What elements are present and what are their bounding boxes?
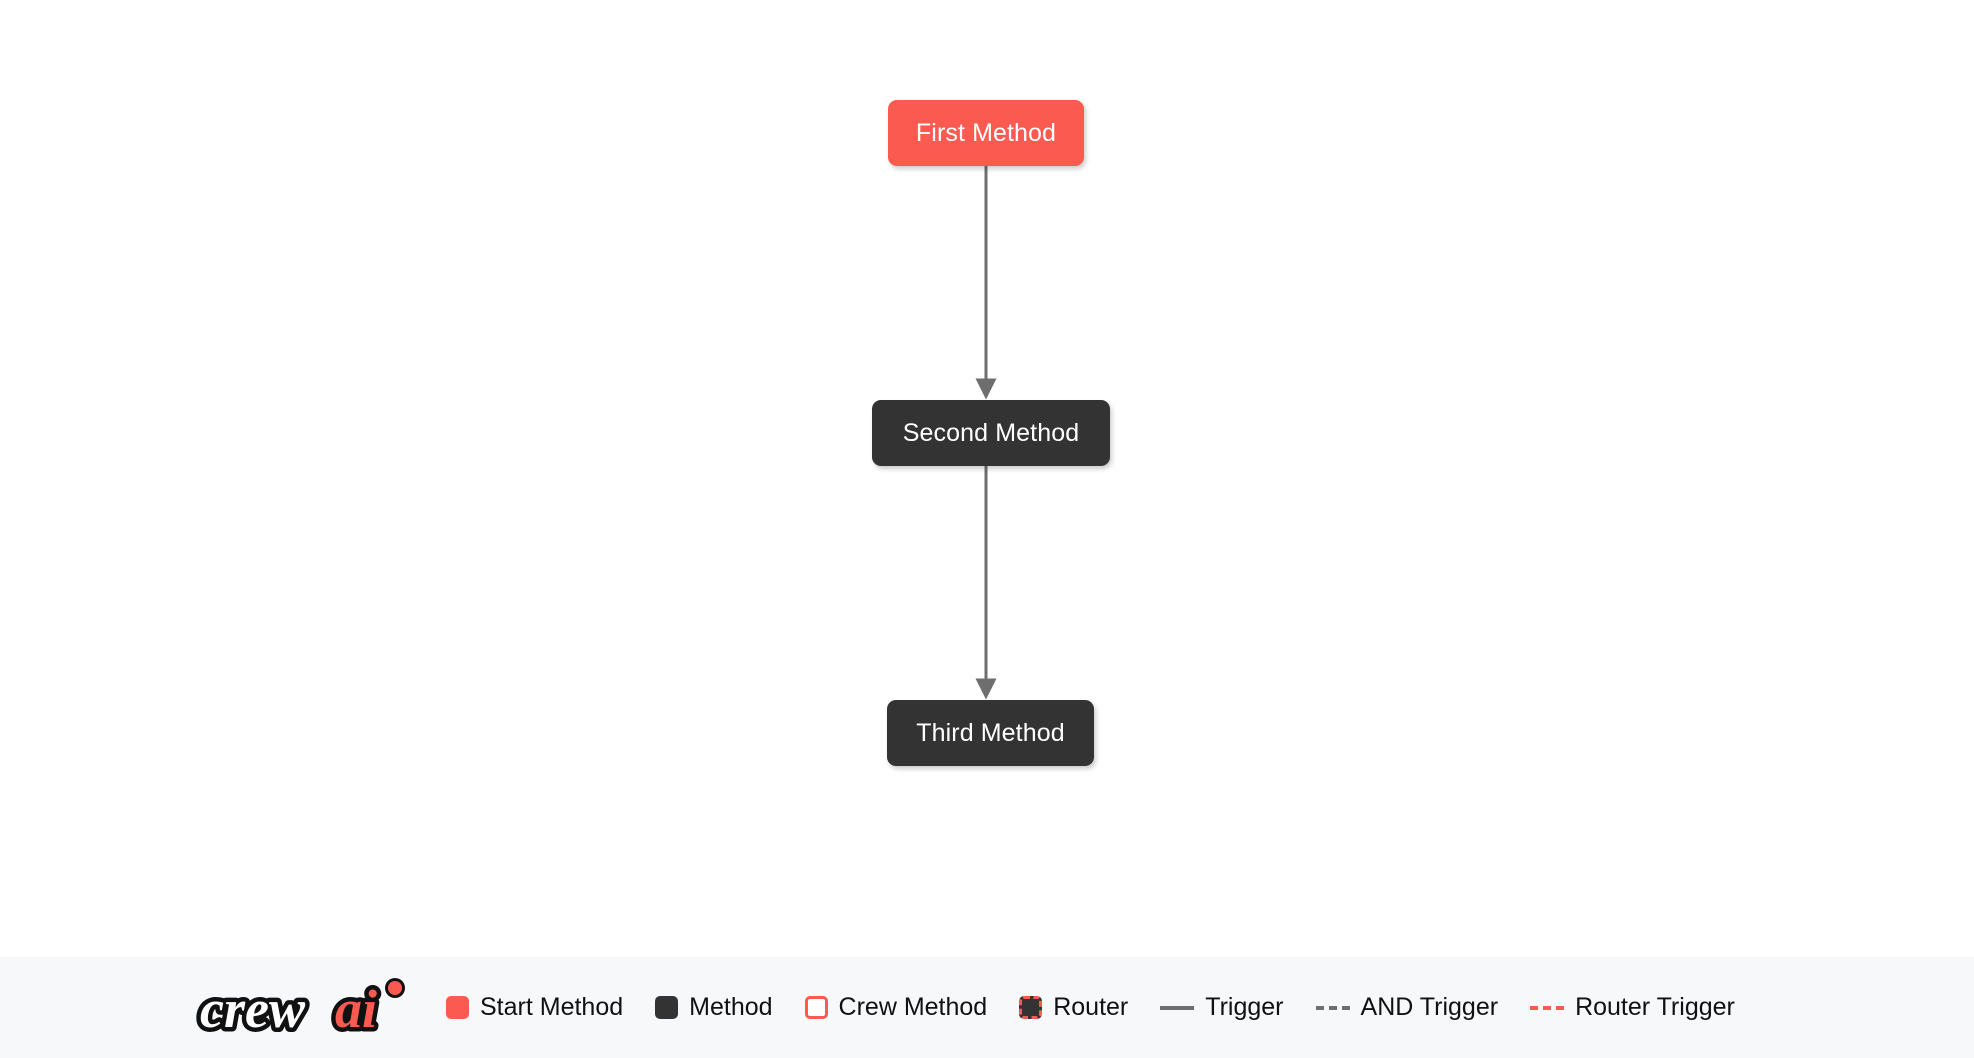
flow-node-second-method[interactable]: Second Method [872, 400, 1110, 466]
flow-node-label: Second Method [902, 418, 1080, 447]
router-swatch-icon [1019, 996, 1043, 1019]
svg-text:ai: ai [335, 979, 377, 1039]
legend-items: Start Method Method Crew Method Router T… [446, 995, 1735, 1020]
legend-item-and-trigger: AND Trigger [1315, 993, 1499, 1021]
legend-item-label: Method [689, 993, 773, 1021]
legend-item-router-trigger: Router Trigger [1530, 995, 1735, 1020]
crew-method-swatch-icon [804, 996, 828, 1019]
legend-item-label: Start Method [480, 993, 624, 1021]
flow-node-label: Third Method [916, 718, 1065, 747]
flow-node-third-method[interactable]: Third Method [887, 700, 1094, 766]
start-method-swatch-icon [446, 996, 469, 1019]
method-swatch-icon [655, 996, 679, 1019]
svg-text:crew: crew [200, 979, 306, 1039]
legend-item-router: Router [1019, 995, 1128, 1020]
legend-item-label: Router Trigger [1575, 993, 1735, 1021]
legend-item-start-method: Start Method [446, 995, 623, 1020]
legend-item-label: Trigger [1205, 993, 1284, 1021]
flow-node-first-method[interactable]: First Method [888, 100, 1084, 166]
crewai-logo-wordmark: crew crew ai ai [196, 975, 405, 1041]
trigger-line-icon [1160, 1005, 1195, 1010]
legend-item-crew-method: Crew Method [804, 993, 988, 1021]
flow-canvas[interactable]: First Method Second Method Third Method [0, 0, 1974, 957]
svg-text:ai: ai [335, 979, 377, 1039]
legend-item-label: AND Trigger [1360, 993, 1499, 1021]
legend-item-trigger: Trigger [1160, 993, 1284, 1021]
and-trigger-line-icon [1315, 1005, 1350, 1010]
router-trigger-line-icon [1530, 1005, 1565, 1010]
legend-item-label: Crew Method [838, 993, 988, 1021]
legend-item-label: Router [1053, 993, 1129, 1021]
logo-dot [388, 980, 402, 995]
legend-bar: crew crew ai ai Start Method Method [0, 957, 1974, 1058]
crewai-logo: crew crew ai ai [196, 975, 418, 1041]
legend-item-method: Method [655, 993, 773, 1021]
flow-node-label: First Method [915, 118, 1057, 147]
svg-text:crew: crew [200, 979, 306, 1039]
